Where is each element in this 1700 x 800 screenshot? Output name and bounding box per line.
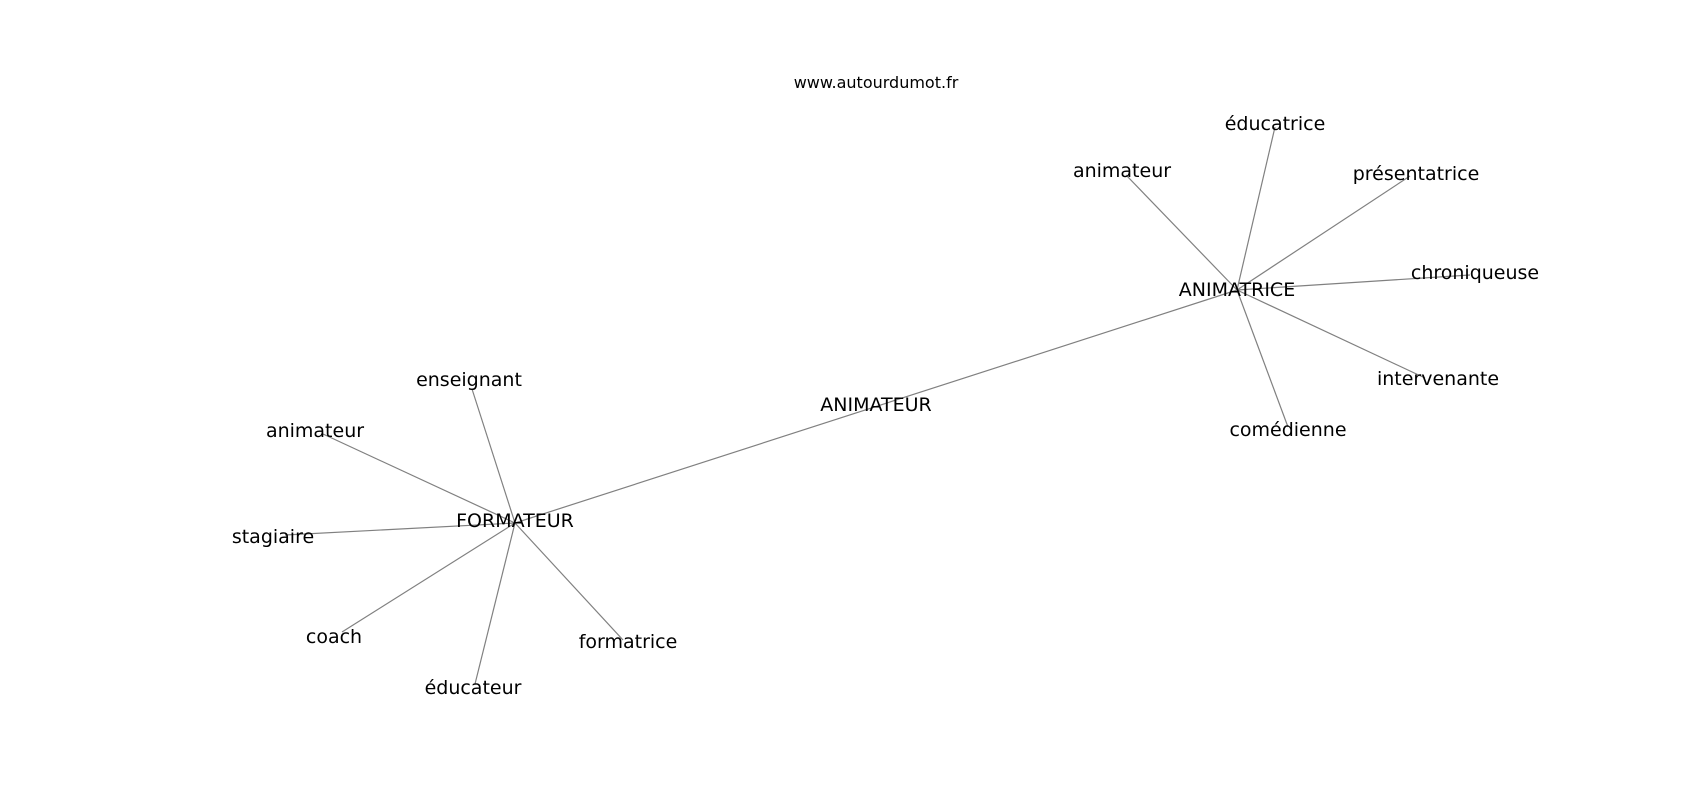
node-label-comedienne: comédienne: [1229, 419, 1346, 441]
node-label-coach: coach: [306, 626, 362, 648]
edge-formateur-educateur: [474, 522, 516, 685]
edge-formateur-animateur_l: [322, 433, 516, 524]
edge-formateur-formatrice: [514, 522, 624, 641]
node-label-formateur: FORMATEUR: [456, 510, 574, 532]
edge-animatrice-animateur_r: [1125, 174, 1238, 291]
node-label-animateur_r: animateur: [1073, 160, 1171, 182]
edges-layer: [284, 126, 1471, 685]
edge-formateur-stagiaire: [284, 522, 516, 536]
node-label-animateur_center: ANIMATEUR: [820, 394, 931, 416]
site-url-label: www.autourdumot.fr: [794, 73, 959, 92]
node-label-formatrice: formatrice: [579, 631, 678, 653]
node-label-educatrice: éducatrice: [1225, 113, 1326, 135]
node-label-chroniqueuse: chroniqueuse: [1411, 262, 1539, 284]
node-label-intervenante: intervenante: [1377, 368, 1499, 390]
node-label-presentatrice: présentatrice: [1353, 163, 1480, 185]
edge-animatrice-intervenante: [1236, 289, 1426, 379]
edge-formateur-coach: [341, 522, 516, 633]
node-label-educateur: éducateur: [425, 677, 522, 699]
node-label-stagiaire: stagiaire: [232, 526, 314, 548]
node-label-animatrice: ANIMATRICE: [1179, 279, 1295, 301]
edge-animatrice-comedienne: [1236, 289, 1289, 428]
edge-animatrice-chroniqueuse: [1236, 274, 1471, 291]
edge-formateur-animatrice: [514, 289, 1238, 524]
nodes-layer: ANIMATEUR ANIMATRICE FORMATEUR éducatrice an…: [232, 113, 1539, 699]
edge-animatrice-educatrice: [1236, 126, 1276, 291]
edge-formateur-enseignant: [471, 388, 516, 524]
edge-animatrice-presentatrice: [1236, 175, 1411, 291]
node-label-animateur_l: animateur: [266, 420, 364, 442]
node-label-enseignant: enseignant: [416, 369, 522, 391]
